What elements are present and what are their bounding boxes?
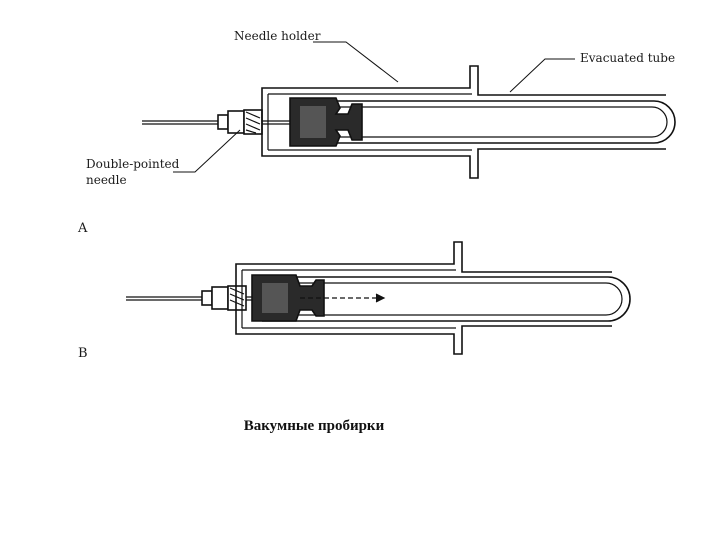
label-double-pointed-needle-1: Double-pointed	[86, 157, 180, 171]
caption: Вакумные пробирки	[243, 418, 385, 434]
label-panel-b: B	[78, 346, 88, 361]
label-evacuated-tube: Evacuated tube	[580, 51, 675, 65]
label-needle-holder: Needle holder	[234, 29, 321, 43]
label-panel-a: A	[77, 221, 88, 236]
panel-a-leaders	[173, 41, 575, 173]
flow-arrow	[300, 293, 386, 303]
label-double-pointed-needle-2: needle	[86, 173, 127, 187]
panel-b-illustration	[126, 241, 631, 355]
panel-a-illustration	[142, 65, 676, 179]
